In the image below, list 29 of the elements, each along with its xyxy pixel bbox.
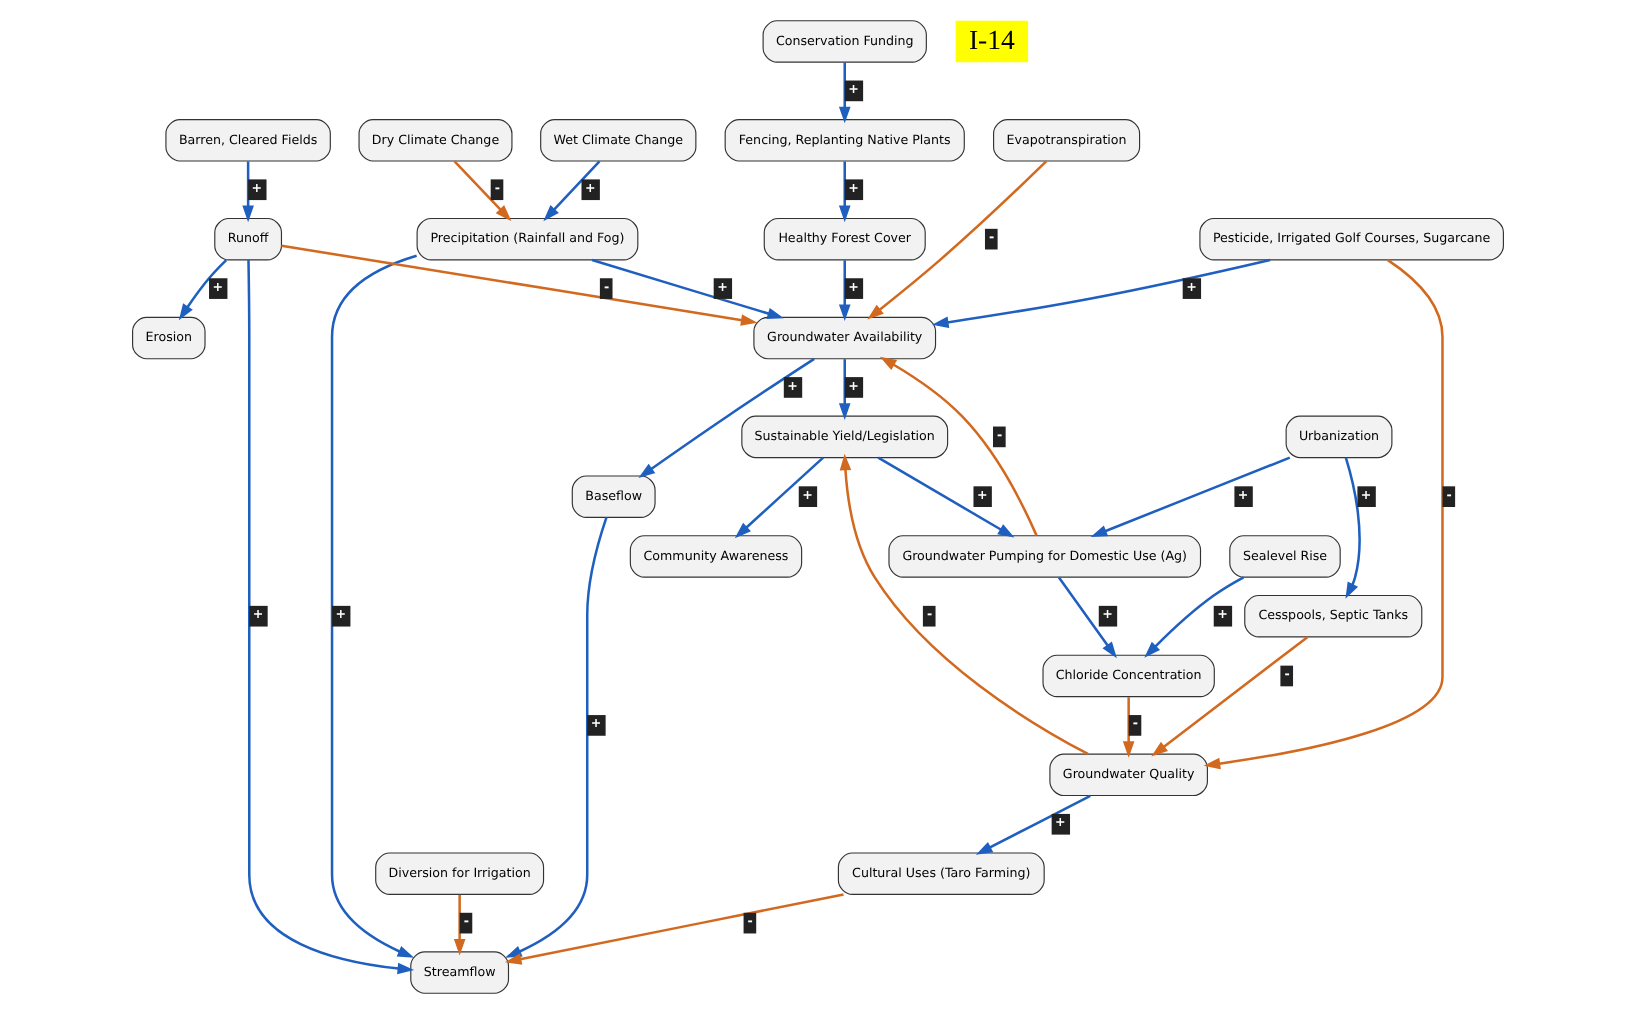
arrow	[1121, 697, 1134, 758]
arrow	[1089, 456, 1290, 537]
label: I-14	[967, 24, 1014, 55]
arrow	[1056, 576, 1116, 659]
arrow	[1343, 457, 1360, 599]
arrow	[878, 356, 1037, 536]
arrow	[280, 244, 757, 326]
arrow	[876, 456, 1014, 538]
arrow	[177, 259, 227, 321]
arrow	[733, 456, 824, 539]
arrow	[329, 254, 416, 958]
arrow	[503, 893, 843, 965]
arrow	[590, 258, 783, 320]
arrow	[452, 894, 465, 956]
arrow	[241, 161, 253, 223]
arrow	[838, 453, 1088, 756]
arrow	[1143, 576, 1244, 658]
arrow	[837, 161, 850, 223]
arrow	[837, 260, 850, 322]
arrow	[504, 517, 607, 958]
arrow	[452, 160, 511, 222]
arrow	[931, 258, 1270, 328]
arrow	[837, 62, 850, 124]
arrow	[837, 359, 850, 420]
arrow	[246, 259, 414, 975]
arrow	[974, 794, 1090, 855]
arrow	[1202, 258, 1443, 770]
arrow	[866, 160, 1047, 320]
arrow	[637, 357, 814, 478]
